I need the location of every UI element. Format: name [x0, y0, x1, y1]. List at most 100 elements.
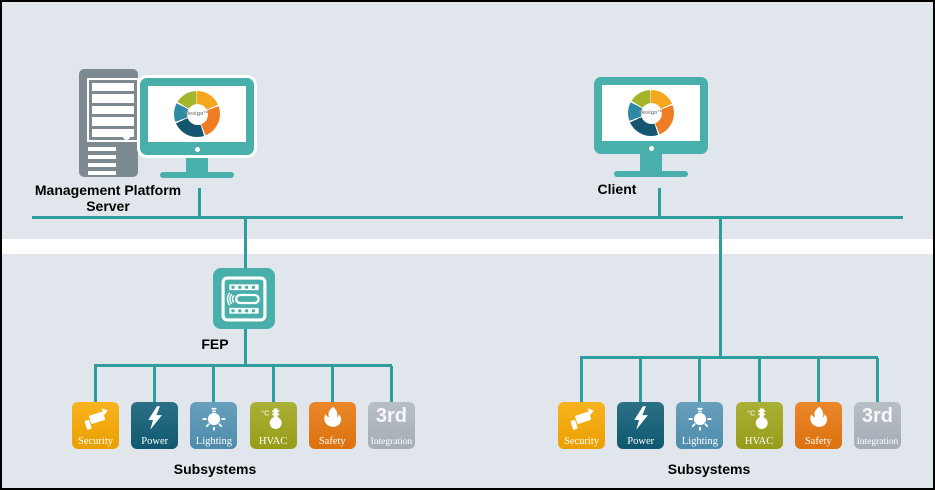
client-connector-line: [658, 188, 661, 217]
network-bus-line: [32, 216, 903, 219]
third-party-text: 3rd: [375, 405, 407, 427]
desigo-logo-center: Desigo™: [639, 102, 663, 124]
subsystem-icon-security: Security: [72, 402, 119, 449]
icon-drop-line: [330, 366, 334, 402]
thermometer-flask-icon: °C: [747, 408, 768, 429]
desigo-logo-wheel: Desigo™: [628, 90, 674, 136]
subsystem-label: Security: [78, 436, 113, 447]
server-label: Management Platform Server: [17, 182, 199, 214]
monitor-stand-neck: [640, 154, 662, 171]
subsystem-label: Power: [141, 436, 169, 447]
monitor-dot: [648, 146, 654, 151]
left-subsystems-group-slot: Security Power: [72, 366, 415, 449]
svg-text:°C: °C: [261, 409, 269, 417]
monitor-dot: [194, 147, 200, 152]
subsystem-label: Safety: [804, 436, 832, 447]
monitor-frame: Desigo™: [594, 77, 708, 154]
subsystem-label: Integration: [370, 437, 413, 447]
fep-device-icon: [221, 276, 267, 321]
cctv-camera-icon: [84, 408, 108, 430]
icon-drop-line: [816, 358, 820, 402]
server-label-line1: Management Platform: [34, 182, 182, 198]
subsystem-security: Security: [558, 358, 605, 449]
monitor-stand-base: [614, 171, 688, 177]
server-label-line2: Server: [86, 198, 130, 214]
third-party-text: 3rd: [861, 405, 893, 427]
desigo-logo-center: Desigo™: [185, 103, 209, 125]
server-connector-line: [198, 188, 201, 217]
subsystem-icon-3rd-integration: 3rd Integration: [367, 402, 415, 449]
server-slot-line: [88, 155, 116, 159]
server-slot-line: [88, 147, 116, 151]
desigo-logo-text: Desigo™: [185, 111, 209, 117]
monitor-stand-base: [160, 172, 234, 178]
server-slot-line: [88, 171, 116, 175]
subsystem-label: Integration: [856, 437, 899, 447]
monitor-screen: Desigo™: [148, 86, 246, 142]
fep-box: [213, 268, 275, 329]
subsystems-group: Security Power: [558, 358, 901, 449]
right-distribution-line: [580, 356, 878, 359]
subsystem-icon-3rd-integration: 3rd Integration: [853, 402, 901, 449]
icon-drop-line: [94, 366, 97, 402]
subsystem-security: Security: [72, 366, 119, 449]
subsystem-icon-lighting: Lighting: [190, 402, 238, 449]
subsystem-power: Power: [131, 366, 179, 449]
icon-drop-line: [757, 358, 761, 402]
subsystem-label: Safety: [318, 436, 346, 447]
subsystem-hvac: °C HVAC: [735, 358, 783, 449]
subsystems-group-label-left: Subsystems: [173, 461, 257, 477]
subsystem-icon-lighting: Lighting: [676, 402, 724, 449]
fep-label: FEP: [201, 336, 229, 352]
subsystem-icon-safety: Safety: [794, 402, 842, 449]
cctv-camera-icon: [570, 408, 594, 430]
right-junction-connector-line: [719, 218, 722, 357]
icon-drop-line: [580, 358, 583, 402]
subsystem-label: HVAC: [258, 436, 288, 447]
svg-text:°C: °C: [747, 409, 755, 417]
icon-drop-line: [271, 366, 275, 402]
monitor-frame: Desigo™: [140, 78, 254, 155]
subsystem-icon-safety: Safety: [308, 402, 356, 449]
monitor-screen: Desigo™: [602, 85, 700, 141]
thermometer-flask-icon: °C: [261, 408, 282, 429]
desigo-logo-text: Desigo™: [639, 110, 663, 116]
management-server-monitor: Desigo™: [140, 78, 254, 178]
lightning-bolt-icon: [633, 406, 648, 430]
right-subsystems-group-slot: Security Power: [558, 358, 901, 449]
flame-icon: [810, 406, 828, 427]
left-distribution-line: [94, 364, 392, 367]
subsystem-lighting: Lighting: [190, 366, 238, 449]
subsystem-icon-power: Power: [617, 402, 665, 449]
icon-drop-line: [389, 366, 393, 402]
subsystem-icon-security: Security: [558, 402, 605, 449]
lightning-bolt-icon: [147, 406, 162, 430]
subsystems-group: Security Power: [72, 366, 415, 449]
flame-icon: [324, 406, 342, 427]
icon-drop-line: [698, 358, 702, 402]
subsystem-safety: Safety: [308, 366, 356, 449]
subsystem-label: HVAC: [744, 436, 774, 447]
fep-upper-connector-line: [244, 218, 247, 268]
subsystem-lighting: Lighting: [676, 358, 724, 449]
desigo-logo-wheel: Desigo™: [174, 91, 220, 137]
subsystem-label: Power: [627, 436, 655, 447]
subsystem-icon-hvac: °C HVAC: [249, 402, 297, 449]
monitor: Desigo™: [140, 78, 254, 178]
network-band: [2, 239, 933, 254]
icon-drop-line: [875, 358, 879, 402]
subsystem-safety: Safety: [794, 358, 842, 449]
icon-drop-line: [212, 366, 216, 402]
icon-drop-line: [153, 366, 157, 402]
subsystem-hvac: °C HVAC: [249, 366, 297, 449]
subsystem-3rd-integration: 3rd Integration: [367, 366, 415, 449]
subsystem-icon-power: Power: [131, 402, 179, 449]
server-power-led: [123, 133, 130, 140]
subsystem-label: Security: [564, 436, 599, 447]
subsystem-label: Lighting: [681, 436, 718, 447]
client-label: Client: [597, 181, 637, 197]
subsystem-label: Lighting: [195, 436, 232, 447]
light-bulb-icon: [688, 407, 712, 431]
icon-drop-line: [639, 358, 643, 402]
